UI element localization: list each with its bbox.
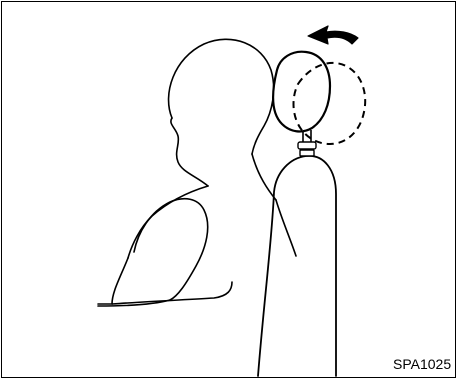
- occupant-lap: [111, 281, 233, 305]
- occupant-neck-back: [251, 153, 277, 201]
- occupant-head-outline: [167, 38, 275, 155]
- occupant-forearm: [97, 257, 171, 307]
- headrest-stay-guide: [299, 149, 315, 157]
- seatback-outline: [257, 155, 337, 377]
- headrest-tilted-position: [292, 61, 367, 146]
- occupant-face-outline: [170, 117, 209, 187]
- figure-code-label: SPA1025: [393, 356, 452, 372]
- headrest-upright-position: [272, 50, 332, 133]
- tilt-direction-arrow: [307, 25, 359, 45]
- occupant-back: [275, 199, 297, 257]
- headrest-lock-knob: [297, 141, 317, 150]
- occupant-shoulder: [127, 185, 209, 259]
- occupant-upper-arm: [133, 197, 209, 301]
